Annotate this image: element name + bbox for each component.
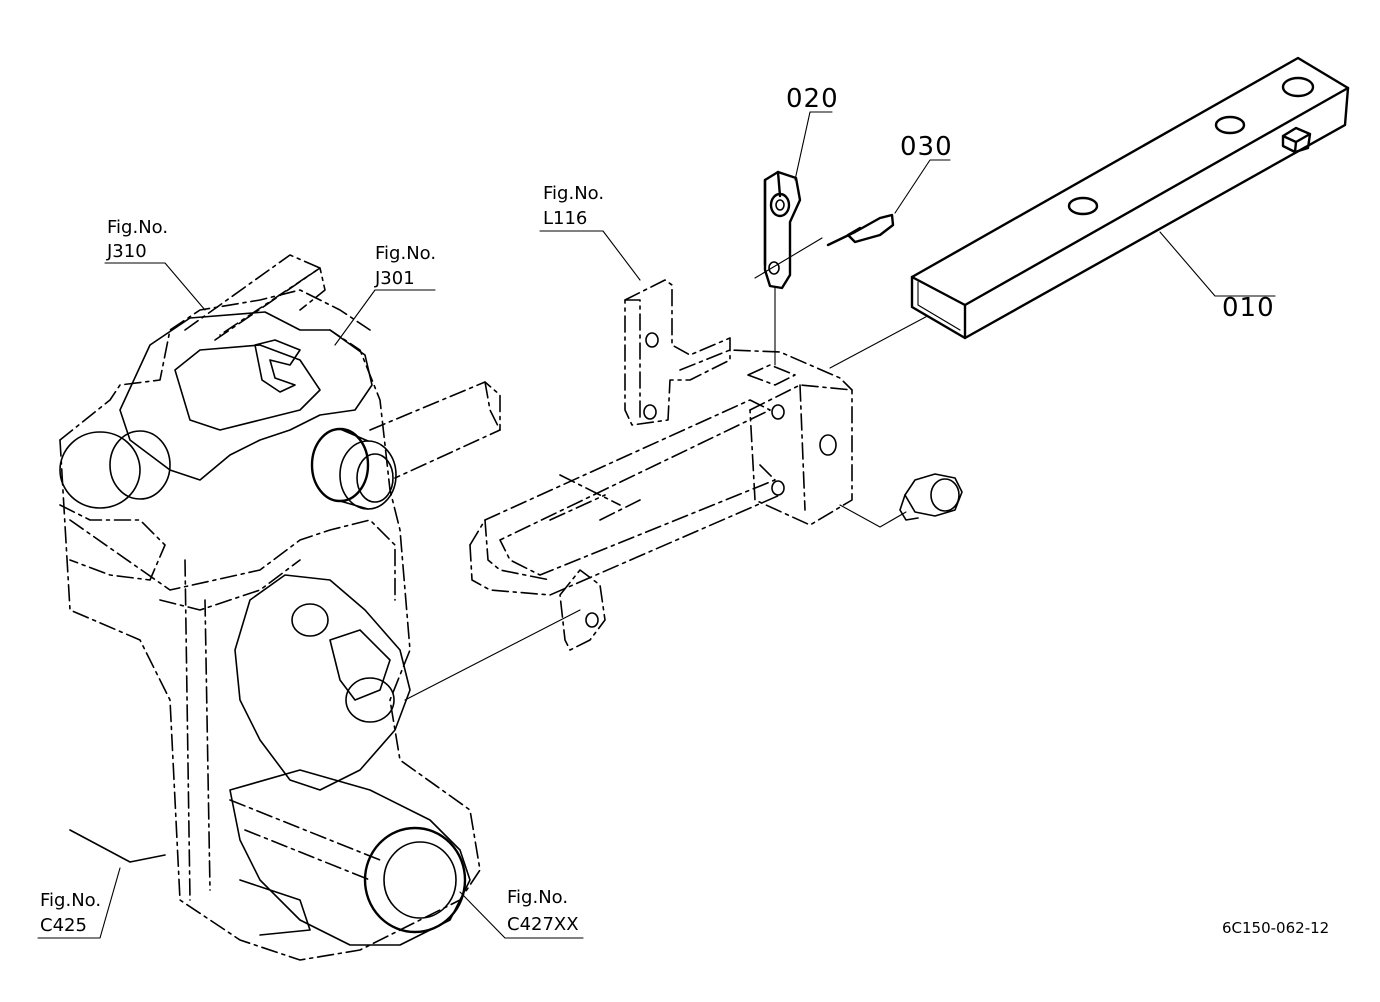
leader-lines [37,111,1276,939]
part-030-clip [826,213,895,247]
part-number-labels: 010 020 030 [786,84,1275,323]
engine-housing-phantom [59,254,501,961]
figure-references: Fig.No. J310 Fig.No. J301 Fig.No. L116 F… [40,183,604,936]
ref-j301-fig: Fig.No. [375,243,436,264]
ref-j301-code: J301 [374,268,415,289]
part-020-pin [754,170,823,290]
part-010-drawbar [910,56,1350,340]
ref-l116-code: L116 [543,208,587,229]
diagram-code: 6C150-062-12 [1222,919,1329,937]
part-label-010: 010 [1222,293,1275,323]
ref-c427xx-fig: Fig.No. [507,887,568,908]
ref-c425-code: C425 [40,915,87,936]
ref-j310-fig: Fig.No. [107,217,168,238]
ref-c425-fig: Fig.No. [40,890,101,911]
ref-j310-code: J310 [106,241,147,262]
ref-l116-fig: Fig.No. [543,183,604,204]
support-frame-phantom [404,279,963,701]
part-label-030: 030 [900,132,953,162]
part-label-020: 020 [786,84,839,114]
ref-c427xx-code: C427XX [507,914,579,935]
